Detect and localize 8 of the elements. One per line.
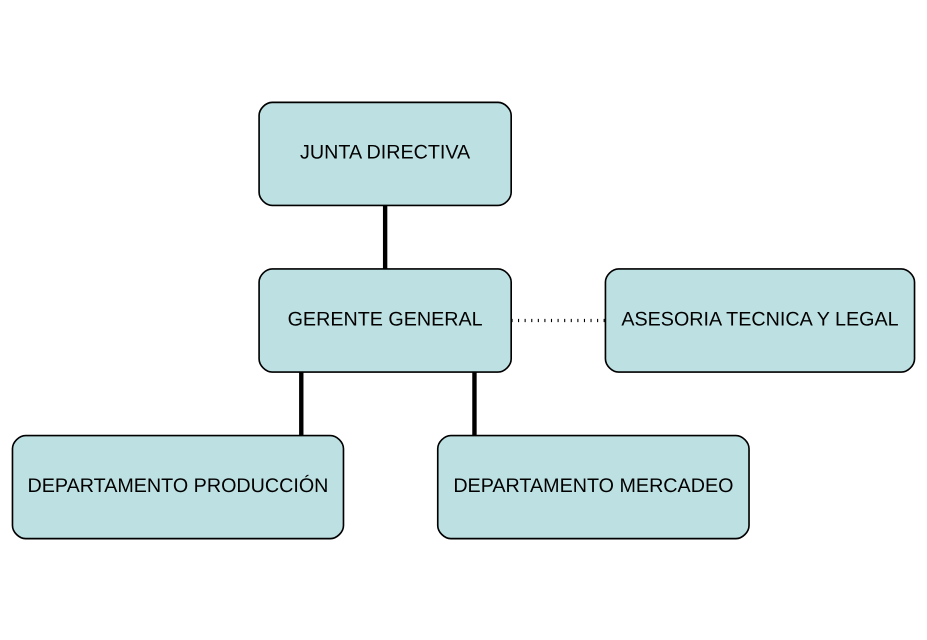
node-box: GERENTE GENERAL xyxy=(258,268,512,372)
node-box: DEPARTAMENTO PRODUCCIÓN xyxy=(12,434,344,539)
connector xyxy=(472,372,477,435)
node-box: DEPARTAMENTO MERCADEO xyxy=(436,434,750,539)
node-box: JUNTA DIRECTIVA xyxy=(258,101,512,206)
connector xyxy=(382,205,388,268)
node-box: ASESORIA TECNICA Y LEGAL xyxy=(604,268,916,372)
connector xyxy=(299,372,304,435)
